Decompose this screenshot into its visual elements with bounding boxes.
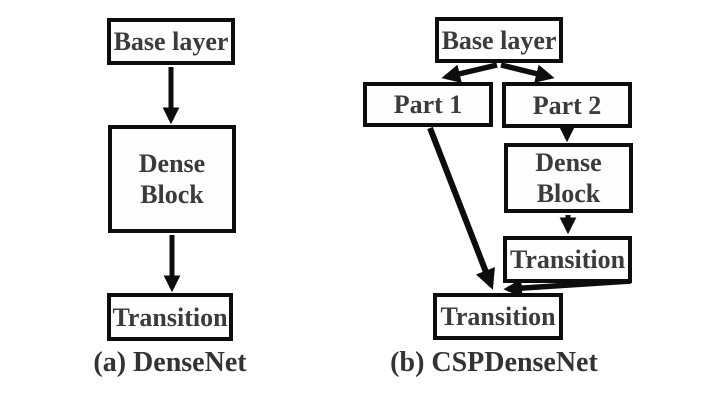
cspdensenet-base-layer-box: Base layer [435, 17, 563, 63]
densenet-transition-box: Transition [107, 293, 233, 341]
cspdensenet-transition-upper-label: Transition [509, 245, 626, 274]
arrow-base-to-part2 [500, 62, 555, 83]
densenet-base-layer-box: Base layer [107, 18, 235, 65]
cspdensenet-part2-box: Part 2 [502, 82, 632, 128]
cspdensenet-part2-label: Part 2 [532, 90, 602, 120]
densenet-dense-block-label: Dense Block [138, 149, 206, 209]
cspdensenet-transition-upper-box: Transition [503, 236, 632, 283]
densenet-transition-label: Transition [112, 302, 228, 332]
cspdensenet-part1-box: Part 1 [363, 82, 493, 127]
arrow-base-to-part1 [441, 62, 498, 83]
caption-cspdensenet: (b) CSPDenseNet [390, 347, 598, 378]
caption-densenet: (a) DenseNet [93, 347, 247, 378]
cspdensenet-transition-lower-box: Transition [433, 293, 563, 340]
cspdensenet-transition-lower-label: Transition [440, 302, 556, 331]
densenet-dense-block-box: Dense Block [108, 125, 236, 233]
cspdensenet-base-layer-label: Base layer [441, 25, 557, 55]
cspdensenet-dense-block-box: Dense Block [504, 143, 633, 213]
cspdensenet-dense-block-label: Dense Block [535, 148, 602, 208]
cspdensenet-part1-label: Part 1 [393, 90, 463, 119]
arrow-part1-to-transition-lower [427, 126, 495, 290]
densenet-base-layer-label: Base layer [113, 27, 229, 56]
